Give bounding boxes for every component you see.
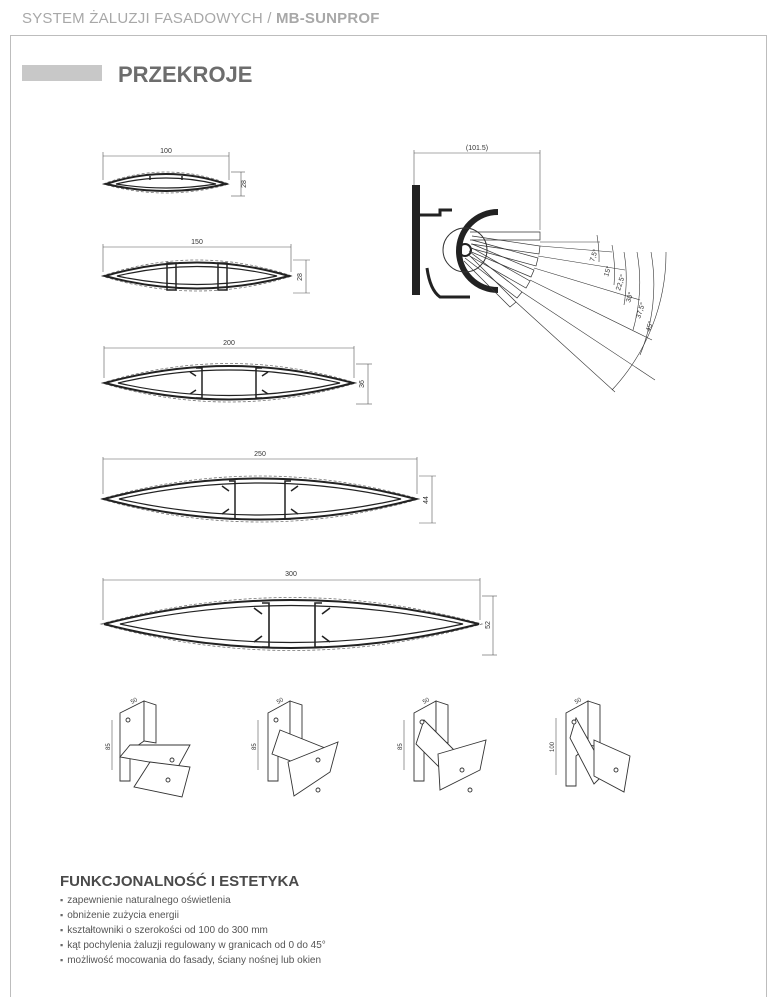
feature-item: obniżenie zużycia energii	[60, 908, 326, 923]
feature-item: kąt pochylenia żaluzji regulowany w gran…	[60, 938, 326, 953]
bracket-2-side-dim: 85	[252, 743, 258, 750]
header-title-bold: MB-SUNPROF	[275, 10, 380, 27]
profile-100-width-label: 100	[160, 148, 172, 155]
features-title: FUNKCJONALNOŚĆ I ESTETYKA	[60, 873, 300, 890]
section-title: PRZEKROJE	[118, 62, 253, 87]
angle-label-30: 30°	[624, 291, 635, 304]
bracket-1-side-dim: 85	[106, 743, 112, 750]
feature-item: zapewnienie naturalnego oświetlenia	[60, 893, 326, 908]
bracket-1-top-dim: 50	[130, 697, 139, 706]
profile-300-height-label: 52	[485, 621, 492, 629]
angle-label-37-5: 37,5°	[634, 301, 647, 319]
bracket-3-side-dim: 85	[398, 743, 404, 750]
bracket-1-drawing	[111, 700, 191, 798]
bracket-4-drawing	[555, 700, 631, 793]
profile-150-width-label: 150	[191, 239, 203, 246]
document-header: SYSTEM ŻALUZJI FASADOWYCH / MB-SUNPROF	[22, 10, 380, 27]
profile-250-height-label: 44	[423, 496, 430, 504]
profile-250-drawing	[99, 457, 436, 524]
profile-200-drawing	[100, 346, 372, 405]
angle-label-45: 45°	[644, 320, 655, 333]
bracket-4-side-dim: 100	[550, 741, 556, 752]
page-frame	[10, 35, 767, 997]
profile-200-height-label: 36	[359, 380, 366, 388]
section-accent-bar	[22, 65, 102, 81]
profile-100-drawing	[101, 152, 245, 197]
features-list: zapewnienie naturalnego oświetlenia obni…	[60, 893, 326, 968]
feature-item: kształtowniki o szerokości od 100 do 300…	[60, 923, 326, 938]
bracket-3-drawing	[403, 700, 487, 793]
profile-300-width-label: 300	[285, 571, 297, 578]
header-title-normal: SYSTEM ŻALUZJI FASADOWYCH /	[22, 10, 276, 27]
bracket-2-top-dim: 50	[276, 697, 285, 706]
angle-label-22-5: 22,5°	[614, 273, 627, 291]
angle-label-7-5: 7,5°	[588, 248, 600, 263]
profile-250-width-label: 250	[254, 451, 266, 458]
profile-150-drawing	[100, 244, 310, 294]
bracket-4-top-dim: 50	[574, 697, 583, 706]
angle-label-15: 15°	[602, 265, 613, 278]
profile-200-width-label: 200	[223, 340, 235, 347]
profile-300-drawing	[99, 578, 497, 656]
rotation-diagram	[412, 150, 667, 393]
rotation-width-label: (101.5)	[466, 145, 488, 152]
profile-100-height-label: 28	[241, 180, 248, 188]
bracket-3-top-dim: 50	[422, 697, 431, 706]
feature-item: możliwość mocowania do fasady, ściany no…	[60, 953, 326, 968]
bracket-2-drawing	[257, 700, 339, 797]
profile-150-height-label: 28	[297, 273, 304, 281]
